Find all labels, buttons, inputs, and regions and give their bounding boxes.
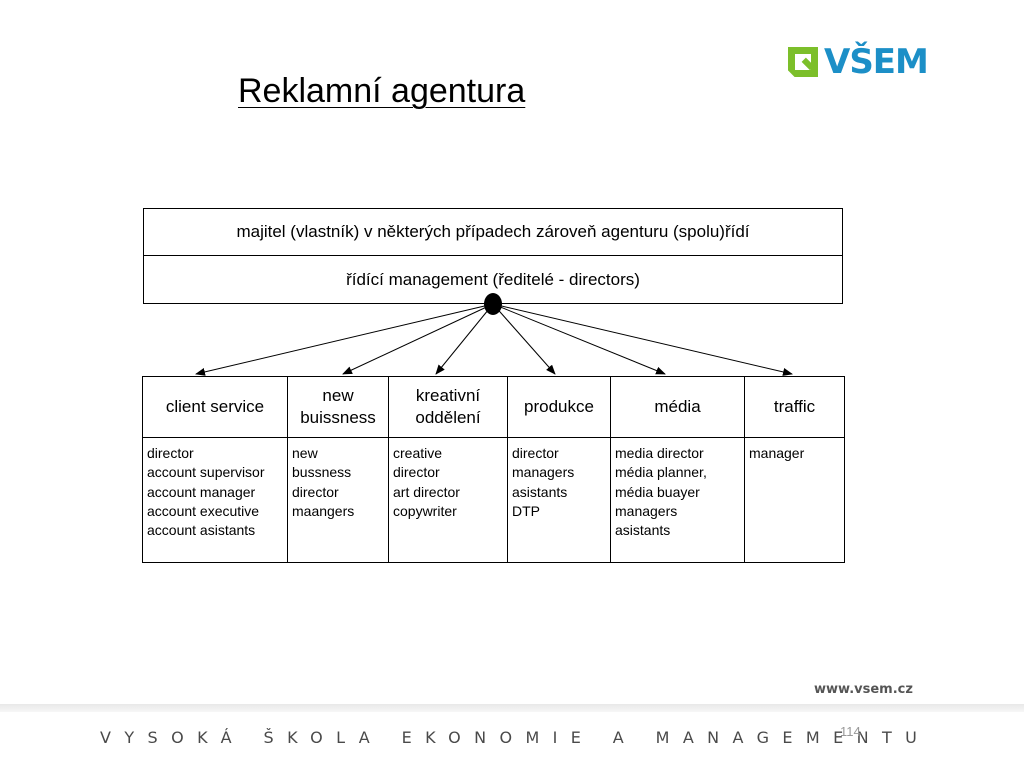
footer-divider	[0, 704, 1024, 712]
arrow-media	[492, 303, 666, 375]
dept-name-media: média	[610, 376, 745, 438]
q-logo-icon	[788, 47, 818, 77]
dept-roles-client-service: director account supervisor account mana…	[142, 437, 288, 563]
dept-name-client-service: client service	[142, 376, 288, 438]
arrow-traffic	[492, 303, 793, 376]
page-number: 114	[840, 724, 861, 739]
dept-roles-media: media director média planner, média buay…	[610, 437, 745, 563]
vsem-logo: VŠEM	[788, 42, 929, 82]
dept-roles-production: director managers asistants DTP	[507, 437, 611, 563]
dept-name-production: produkce	[507, 376, 611, 438]
owner-text: majitel (vlastník) v některých případech…	[236, 222, 750, 241]
dept-name-creative: kreativní oddělení	[388, 376, 508, 438]
management-text: řídící management (ředitelé - directors)	[346, 269, 640, 289]
owner-box: majitel (vlastník) v některých případech…	[143, 208, 843, 256]
slide-title: Reklamní agentura	[238, 72, 526, 110]
dept-name-new-business: new buissness	[287, 376, 389, 438]
arrow-production	[492, 303, 556, 375]
arrow-new-business	[342, 303, 494, 375]
departments-header-row: client service new buissness kreativní o…	[142, 376, 845, 438]
departments-roles-row: director account supervisor account mana…	[142, 437, 845, 563]
footer-school-name: VYSOKÁ ŠKOLA EKONOMIE A MANAGEMENTU	[100, 728, 930, 747]
dept-roles-creative: creative director art director copywrite…	[388, 437, 508, 563]
dept-roles-traffic: manager	[744, 437, 845, 563]
arrow-creative	[435, 303, 494, 375]
arrow-client-service	[195, 303, 494, 376]
dept-name-traffic: traffic	[744, 376, 845, 438]
departments-table: client service new buissness kreativní o…	[142, 376, 845, 563]
dept-roles-new-business: new bussness director maangers	[287, 437, 389, 563]
logo-wordmark: VŠEM	[824, 42, 929, 82]
footer-website: www.vsem.cz	[814, 682, 913, 697]
